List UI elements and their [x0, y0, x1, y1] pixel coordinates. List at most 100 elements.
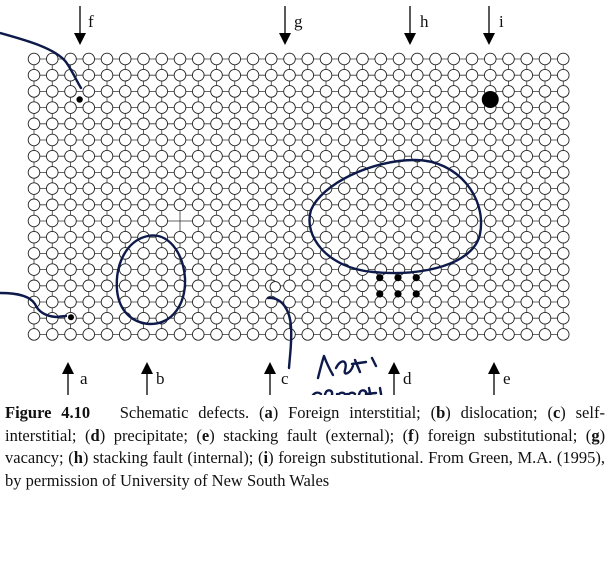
- lattice-atom: [210, 328, 223, 341]
- lattice-atom: [155, 133, 168, 147]
- lattice-atom: [502, 68, 515, 82]
- lattice-atom: [502, 182, 515, 195]
- lattice-atom: [265, 182, 278, 195]
- marker-b-label: b: [156, 369, 165, 388]
- lattice-atom: [319, 166, 333, 179]
- lattice-atom: [447, 230, 461, 244]
- lattice-atom: [82, 101, 95, 114]
- lattice-atom: [374, 52, 388, 66]
- lattice-atom: [82, 311, 95, 325]
- lattice-atom: [46, 230, 59, 244]
- lattice-atom: [374, 117, 388, 131]
- lattice-atom: [64, 85, 77, 98]
- lattice-atom: [411, 328, 424, 341]
- lattice-atom: [502, 263, 515, 276]
- lattice-atom: [429, 295, 442, 309]
- lattice-atom: [46, 311, 59, 325]
- lattice-atom: [301, 328, 315, 341]
- lattice-atom: [301, 182, 315, 195]
- lattice-atom: [210, 247, 223, 260]
- lattice-atom: [356, 85, 369, 98]
- lattice-atom: [118, 85, 132, 98]
- lattice-atom: [100, 279, 114, 293]
- lattice-atom: [82, 68, 95, 82]
- lattice-atom: [173, 68, 187, 82]
- lattice-atom: [228, 133, 241, 147]
- caption-text-h: stacking fault (internal);: [93, 448, 254, 467]
- lattice-atom: [228, 247, 241, 260]
- lattice-atom: [265, 263, 278, 276]
- marker-g-label: g: [294, 12, 303, 31]
- lattice-atom: [301, 166, 315, 179]
- lattice-atom: [283, 247, 296, 260]
- lattice-atom: [27, 117, 41, 131]
- lattice-atom: [210, 149, 223, 163]
- arrow-i: i: [483, 6, 504, 45]
- lattice-atom: [100, 101, 114, 114]
- lattice-atom: [411, 311, 424, 325]
- lattice-atom: [374, 149, 388, 163]
- lattice-atom: [27, 182, 41, 195]
- lattice-atom: [228, 214, 241, 228]
- lattice-atom: [173, 149, 187, 163]
- lattice-atom: [411, 133, 424, 147]
- lattice-atom: [82, 230, 95, 244]
- lattice-atom: [118, 52, 132, 66]
- lattice-atom: [429, 85, 442, 98]
- lattice-atom: [210, 279, 223, 293]
- lattice-atom: [429, 328, 442, 341]
- lattice-atom: [118, 117, 132, 131]
- lattice-atom: [465, 214, 479, 228]
- lattice-atom: [64, 247, 77, 260]
- lattice-atom: [191, 166, 205, 179]
- lattice-atom: [484, 230, 497, 244]
- lattice-atom: [465, 230, 479, 244]
- lattice-atom: [447, 214, 461, 228]
- lattice-atom: [27, 311, 41, 325]
- lattice-atom: [356, 279, 369, 293]
- lattice-atom: [118, 279, 132, 293]
- lattice-atom: [228, 311, 241, 325]
- lattice-atom: [100, 214, 114, 228]
- lattice-atom: [64, 230, 77, 244]
- lattice-atom: [502, 52, 515, 66]
- lattice-atom: [283, 214, 296, 228]
- lattice-atom: [319, 263, 333, 276]
- lattice-atom: [538, 328, 552, 341]
- lattice-atom: [319, 52, 333, 66]
- lattice-atom: [301, 52, 315, 66]
- lattice-atom: [374, 198, 388, 212]
- lattice-atom: [137, 133, 150, 147]
- lattice-atom: [191, 279, 205, 293]
- lattice-atom: [465, 263, 479, 276]
- caption-key-f: f: [408, 425, 414, 445]
- lattice-atom: [557, 263, 570, 276]
- lattice-atom: [411, 198, 424, 212]
- arrow-h: h: [404, 6, 429, 45]
- lattice-atom: [338, 101, 351, 114]
- arrow-c: c: [264, 362, 289, 395]
- lattice-atom: [392, 166, 406, 179]
- lattice-atom: [191, 230, 205, 244]
- lattice-atom: [319, 117, 333, 131]
- lattice-atom: [283, 198, 296, 212]
- lattice-atom: [338, 133, 351, 147]
- crystal-defects-diagram: f g h i a b c d e: [0, 6, 570, 395]
- lattice-atom: [411, 101, 424, 114]
- arrow-b: b: [141, 362, 165, 395]
- lattice-atom: [155, 182, 168, 195]
- lattice-atom: [356, 149, 369, 163]
- lattice-atom: [100, 117, 114, 131]
- lattice-atom: [210, 101, 223, 114]
- marker-f-label: f: [88, 12, 94, 31]
- lattice-atom: [191, 133, 205, 147]
- lattice-atom: [283, 68, 296, 82]
- lattice-atom: [392, 52, 406, 66]
- lattice-atom: [246, 149, 260, 163]
- lattice-atom: [82, 133, 95, 147]
- lattice-atom: [246, 247, 260, 260]
- lattice-atom: [502, 328, 515, 341]
- lattice-atom: [502, 230, 515, 244]
- marker-c-label: c: [281, 369, 289, 388]
- lattice-atom: [228, 117, 241, 131]
